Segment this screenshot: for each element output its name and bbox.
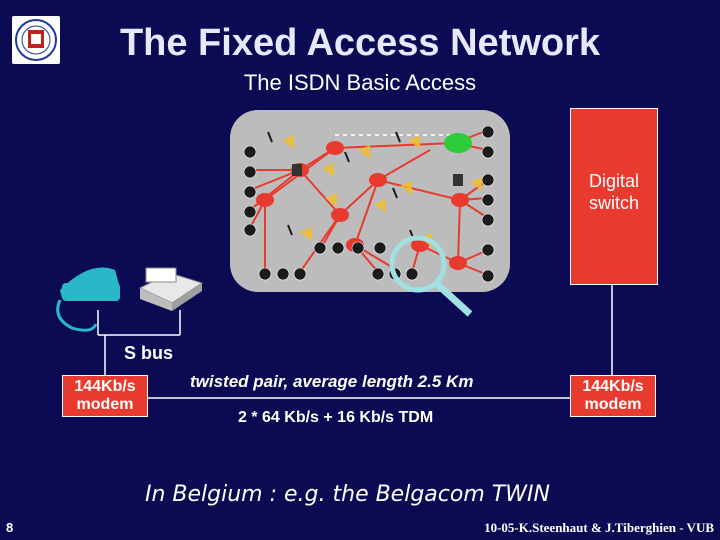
signal-icon <box>408 135 420 149</box>
switch-node <box>256 193 274 207</box>
fax-icons <box>292 164 463 186</box>
link-label: twisted pair, average length 2.5 Km <box>190 372 474 391</box>
phone-icon <box>351 241 365 255</box>
sbus-label: S bus <box>124 343 174 363</box>
handset-icon <box>267 131 273 143</box>
modem-right: 144Kb/s modem <box>570 375 656 417</box>
switch-node <box>411 238 429 252</box>
seal-icon <box>15 19 57 61</box>
phone-icon <box>243 223 257 237</box>
phone-icon <box>481 269 495 283</box>
switch-node <box>369 173 387 187</box>
handset-icon <box>395 131 401 143</box>
switch-node <box>449 256 467 270</box>
modem-left-line1: 144Kb/s <box>74 378 136 395</box>
switch-label-line1: Digital <box>588 171 640 191</box>
digital-switch <box>570 108 658 285</box>
signal-icon <box>400 181 412 195</box>
handset-icon <box>344 151 350 163</box>
phone-icon <box>371 267 385 281</box>
modem-right-line2: modem <box>584 396 642 413</box>
signal-icon <box>325 193 337 207</box>
note-text: In Belgium : e.g. the Belgacom TWIN <box>145 482 550 507</box>
signal-icon <box>300 227 312 241</box>
signal-icons <box>282 135 482 247</box>
signal-icon <box>322 163 334 177</box>
page-title: The Fixed Access Network <box>119 22 601 64</box>
modem-right-line1: 144Kb/s <box>582 378 644 395</box>
modem-left: 144Kb/s modem <box>62 375 148 417</box>
phone-icon <box>405 267 419 281</box>
phone-icon <box>331 241 345 255</box>
phone-icon <box>258 267 272 281</box>
phone-icon <box>293 267 307 281</box>
phone-icon <box>481 125 495 139</box>
phone-icon <box>481 145 495 159</box>
phone-icon <box>481 173 495 187</box>
phone-icon <box>481 213 495 227</box>
magnifier-icon <box>389 235 473 317</box>
network-nodes <box>256 133 472 270</box>
phone-icon <box>243 205 257 219</box>
phone-icon <box>481 243 495 257</box>
fax-machine-icon <box>138 267 204 311</box>
signal-icon <box>470 177 482 191</box>
phone-icons <box>243 125 495 283</box>
digital-switch-label: Digital switch <box>570 170 658 214</box>
phone-icon <box>313 241 327 255</box>
modem-left-line2: modem <box>76 396 134 413</box>
signal-icon <box>358 145 370 159</box>
university-logo <box>12 16 60 64</box>
phone-icon <box>373 241 387 255</box>
switch-node <box>451 193 469 207</box>
hub-node <box>444 133 472 153</box>
phone-icon <box>243 165 257 179</box>
handset-icon <box>287 224 293 236</box>
phone-icon <box>276 267 290 281</box>
phone-icon <box>243 145 257 159</box>
switch-node <box>331 208 349 222</box>
signal-icon <box>374 199 386 213</box>
fax-icon <box>292 164 302 176</box>
slide-number: 8 <box>6 520 14 535</box>
switch-node <box>326 141 344 155</box>
signal-icon <box>282 135 294 149</box>
switch-label-line2: switch <box>588 193 639 213</box>
page-subtitle: The ISDN Basic Access <box>243 70 477 95</box>
phone-icon <box>481 193 495 207</box>
telephone-icon <box>56 267 120 332</box>
connection-lines <box>97 283 613 399</box>
fax-icon <box>453 174 463 186</box>
rate-label: 2 * 64 Kb/s + 16 Kb/s TDM <box>238 409 434 426</box>
handset-icon <box>392 187 398 199</box>
footer-credit: 10-05-K.Steenhaut & J.Tiberghien - VUB <box>484 520 714 535</box>
phone-icon <box>243 185 257 199</box>
